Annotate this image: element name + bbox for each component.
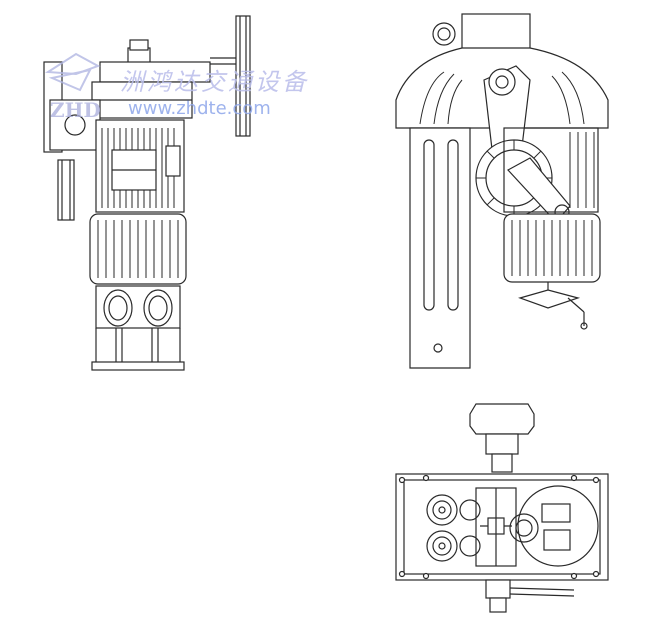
zhd-logo-icon: [44, 52, 101, 92]
side-view: [395, 13, 609, 369]
watermark-logo-text: ZHD: [50, 98, 101, 122]
top-view: [395, 403, 609, 613]
watermark-company-name: 洲鸿达交通设备: [120, 68, 309, 96]
front-view: [43, 15, 251, 371]
watermark-website: www.zhdte.com: [128, 98, 271, 119]
